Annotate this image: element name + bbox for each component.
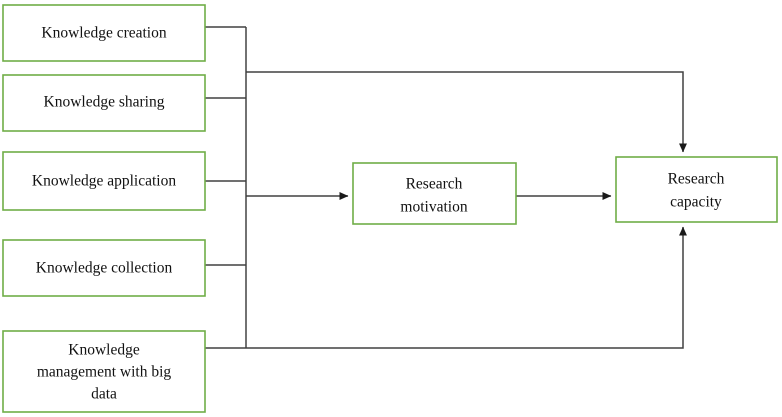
node-knowledge-creation-box[interactable] bbox=[2, 4, 206, 62]
node-research-motivation-line-2: motivation bbox=[400, 199, 467, 216]
node-knowledge-creation[interactable]: Knowledge creation bbox=[2, 4, 206, 62]
node-knowledge-sharing-label: Knowledge sharing bbox=[44, 94, 165, 111]
node-research-motivation-line-1: Research bbox=[406, 176, 463, 193]
node-research-capacity-box[interactable] bbox=[615, 156, 778, 223]
node-knowledge-application-label: Knowledge application bbox=[32, 173, 176, 190]
node-knowledge-sharing[interactable]: Knowledge sharing bbox=[2, 74, 206, 132]
node-research-motivation-box[interactable] bbox=[352, 162, 517, 225]
edge-bus-to-research-capacity-top bbox=[246, 71, 687, 153]
edge-bus-to-research-capacity-bottom bbox=[246, 226, 687, 349]
node-research-motivation[interactable]: Research motivation bbox=[352, 162, 517, 225]
node-knowledge-management-with-big-data[interactable]: Knowledge management with big data bbox=[2, 330, 206, 413]
node-knowledge-management-line-2: management with big bbox=[37, 364, 172, 381]
node-knowledge-management-with-big-data-box[interactable] bbox=[2, 330, 206, 413]
node-knowledge-collection[interactable]: Knowledge collection bbox=[2, 239, 206, 297]
node-knowledge-collection-box[interactable] bbox=[2, 239, 206, 297]
node-research-capacity-line-1: Research bbox=[668, 171, 725, 188]
node-research-capacity[interactable]: Research capacity bbox=[615, 156, 778, 223]
node-knowledge-management-line-3: data bbox=[91, 386, 117, 403]
antecedent-bus-group bbox=[205, 26, 247, 349]
node-knowledge-creation-label: Knowledge creation bbox=[41, 25, 166, 42]
node-research-capacity-line-2: capacity bbox=[670, 194, 722, 211]
node-knowledge-application[interactable]: Knowledge application bbox=[2, 151, 206, 211]
node-knowledge-sharing-box[interactable] bbox=[2, 74, 206, 132]
node-knowledge-application-box[interactable] bbox=[2, 151, 206, 211]
edge-group bbox=[246, 71, 687, 349]
node-knowledge-collection-label: Knowledge collection bbox=[36, 260, 173, 277]
node-knowledge-management-line-1: Knowledge bbox=[68, 342, 140, 359]
